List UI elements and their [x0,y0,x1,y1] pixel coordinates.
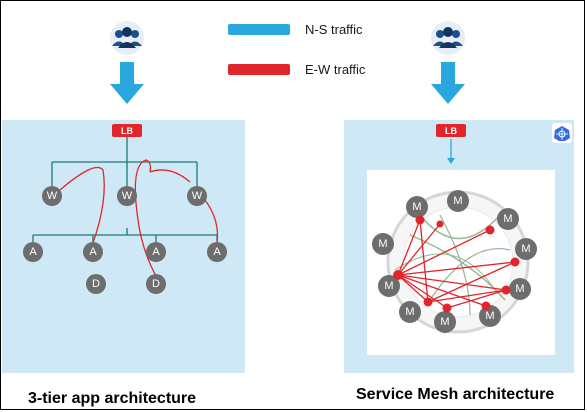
svg-text:M: M [412,201,421,213]
left-ew-traffic [59,159,219,277]
svg-text:M: M [405,306,414,318]
right-lb-label: LB [445,126,457,136]
mesh-node: M [479,305,501,327]
users-icon [110,21,144,55]
svg-text:A: A [89,246,97,258]
mesh-node: M [515,238,537,260]
left-lb-label: LB [121,126,133,136]
left-tree-lines [32,137,218,242]
users-icon [431,21,465,55]
web-node: W [117,186,137,206]
kubernetes-icon [552,123,572,143]
legend-ns-label: N-S traffic [305,22,363,37]
mesh-node: M [434,311,456,333]
legend-ns-swatch [228,24,290,35]
mesh-node: M [399,301,421,323]
mesh-node: M [447,190,469,212]
web-node: W [42,186,62,206]
svg-text:W: W [122,190,133,202]
svg-text:A: A [29,246,37,258]
svg-text:M: M [440,316,449,328]
legend-ew-label: E-W traffic [305,62,366,77]
svg-text:M: M [515,283,524,295]
mesh-proxy-dots [393,215,520,313]
svg-text:W: W [192,190,203,202]
svg-text:M: M [453,195,462,207]
app-node: A [207,242,227,262]
svg-text:M: M [485,310,494,322]
svg-text:M: M [521,243,530,255]
down-arrow-icon [431,62,465,104]
mesh-node: M [378,275,400,297]
db-node: D [86,274,106,294]
mesh-node: M [372,233,394,255]
svg-text:A: A [152,246,160,258]
svg-text:M: M [384,280,393,292]
app-node: A [23,242,43,262]
mesh-node: M [509,278,531,300]
web-node: W [187,186,207,206]
left-lb-box: LB [112,124,142,137]
down-arrow-icon [110,62,144,104]
right-caption: Service Mesh architecture [356,386,555,403]
right-ns-arrow [447,139,455,164]
svg-text:M: M [378,238,387,250]
mesh-ew-traffic [397,219,516,309]
svg-text:D: D [152,278,160,290]
mesh-node: M [406,196,428,218]
svg-text:D: D [92,278,100,290]
mesh-node: M [497,208,519,230]
right-lb-box: LB [436,124,466,137]
app-node: A [146,242,166,262]
left-caption: 3-tier app architecture [28,390,197,407]
svg-text:M: M [503,213,512,225]
db-node: D [146,274,166,294]
svg-text:W: W [47,190,58,202]
legend-ew-swatch [228,64,290,75]
svg-text:A: A [213,246,221,258]
app-node: A [83,242,103,262]
